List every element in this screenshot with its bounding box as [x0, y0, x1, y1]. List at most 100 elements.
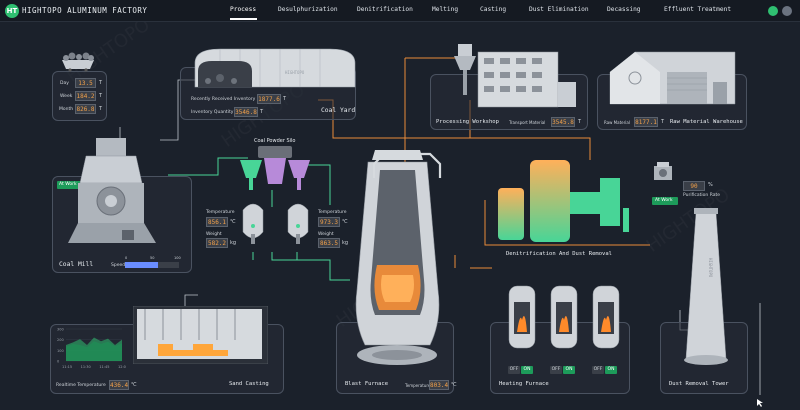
- tab-dust-elimination[interactable]: Dust Elimination: [529, 6, 589, 13]
- purifier-status-badge: At Work: [652, 197, 678, 205]
- logo-icon: HT: [5, 4, 19, 18]
- inventory-quantity-value: 3546.8: [234, 107, 258, 117]
- speed-bar: [125, 262, 179, 268]
- blast-furnace-temp-value: 803.4: [429, 380, 449, 390]
- received-inventory-value: 1877.6: [257, 94, 281, 104]
- chart-y-tick-label: 300: [57, 328, 64, 332]
- tab-process[interactable]: Process: [230, 6, 257, 13]
- orange-pipe: [484, 200, 650, 246]
- tab-effluent-treatment[interactable]: Effluent Treatment: [664, 6, 732, 13]
- green-pipe: [271, 252, 350, 281]
- stock-week-label: Week: [60, 94, 73, 99]
- silo-tank-2-icon: [287, 203, 309, 244]
- heater-1-off-button[interactable]: OFF: [508, 366, 520, 374]
- purification-rate-unit: %: [708, 182, 713, 188]
- speed-tick-0: 0: [125, 256, 128, 260]
- dust-removal-tower-title: Dust Removal Tower: [669, 381, 729, 387]
- cursor-icon: [757, 399, 763, 407]
- mill-status-badge: At Work: [57, 181, 85, 189]
- received-inventory-label: Recently Received Inventory: [191, 97, 256, 102]
- raw-material-value: 8177.1: [634, 117, 658, 127]
- tab-decassing[interactable]: Decassing: [607, 6, 641, 13]
- tab-melting[interactable]: Melting: [432, 6, 459, 13]
- purification-rate-widget: At Work 90 % Purification Rate: [650, 162, 722, 212]
- silo2-weight-unit: kg: [342, 240, 349, 246]
- transport-material-value: 3545.8: [551, 117, 575, 127]
- speed-tick-50: 50: [150, 256, 155, 260]
- silo2-temp-unit: ℃: [342, 219, 348, 225]
- processing-workshop-building-icon: [454, 44, 576, 108]
- received-inventory-unit: T: [283, 96, 287, 102]
- active-tab-indicator: [230, 18, 257, 20]
- transport-material-unit: T: [578, 119, 582, 125]
- settings-icon[interactable]: [782, 6, 792, 16]
- tab-casting[interactable]: Casting: [480, 6, 507, 13]
- silo1-temp-value: 856.1: [206, 217, 228, 227]
- green-pipe: [168, 157, 248, 176]
- inventory-quantity-label: Inventory Quantity: [191, 110, 234, 115]
- coal-mill-title: Coal Mill: [59, 261, 94, 268]
- silo1-temp-label: Temperature: [206, 210, 235, 215]
- purifier-status-text: At Work: [655, 198, 673, 203]
- blast-furnace-temp-unit: ℃: [451, 382, 457, 388]
- heater-3-off-button[interactable]: OFF: [592, 366, 604, 374]
- raw-material-label: Raw Material: [604, 120, 630, 125]
- stock-month-label: Month: [59, 107, 74, 112]
- tower-text: HIGHTOPO: [708, 258, 713, 278]
- stock-panel: Day 13.5 T Week 184.2 T Month 826.8 T: [52, 71, 107, 121]
- silo2-temp-label: Temperature: [318, 210, 347, 215]
- speed-tick-100: 100: [174, 256, 181, 260]
- chart-x-tick-label: 11:30: [81, 365, 91, 369]
- stock-day-unit: T: [99, 80, 103, 86]
- silo1-weight-value: 582.2: [206, 238, 228, 248]
- heater-2-on-button[interactable]: ON: [563, 366, 575, 374]
- inventory-quantity-unit: T: [260, 109, 264, 115]
- heating-furnace-title: Heating Furnace: [499, 381, 549, 387]
- heating-furnace-vessels-icon: [508, 285, 620, 349]
- sand-casting-mold-icon: [133, 306, 268, 364]
- blast-furnace-title: Blast Furnace: [345, 381, 389, 387]
- mill-status-text: At Work: [59, 182, 77, 187]
- purifier-machine-icon: [654, 162, 672, 180]
- purification-rate-label: Purification Rate: [683, 193, 721, 198]
- blast-furnace-icon: [355, 150, 440, 365]
- app-title: HIGHTOPO ALUMINUM FACTORY: [22, 6, 148, 15]
- raw-material-unit: T: [661, 119, 665, 125]
- tab-denitrification[interactable]: Denitrification: [357, 6, 413, 13]
- coal-powder-silo-group: Coal Powder Silo: [240, 136, 310, 196]
- stock-week-value: 184.2: [75, 91, 96, 101]
- toggle-icon[interactable]: [768, 6, 778, 16]
- purification-rate-value: 90: [683, 181, 705, 191]
- processing-workshop-title: Processing Workshop: [436, 119, 499, 125]
- stock-day-value: 13.5: [75, 78, 96, 88]
- tab-desulphurization[interactable]: Desulphurization: [278, 6, 338, 13]
- chart-y-tick-label: 0: [57, 360, 59, 364]
- sand-casting-title: Sand Casting: [229, 381, 269, 387]
- coal-yard-title: Coal Yard: [321, 107, 356, 114]
- denitrification-equipment-icon: [498, 160, 629, 242]
- coal-shed-icon: HIGHTOPO: [194, 48, 356, 88]
- silo1-temp-unit: ℃: [230, 219, 236, 225]
- stock-week-unit: T: [99, 93, 103, 99]
- realtime-temperature-value: 436.4: [109, 380, 129, 390]
- silo-title: Coal Powder Silo: [254, 138, 296, 144]
- silo2-weight-label: Weight: [318, 232, 334, 237]
- heater-1-on-button[interactable]: ON: [521, 366, 533, 374]
- raw-material-warehouse-building-icon: [609, 51, 736, 105]
- chart-x-tick-label: 11:15: [62, 365, 72, 369]
- chart-x-tick-label: 12:00: [118, 365, 126, 369]
- heater-3-on-button[interactable]: ON: [605, 366, 617, 374]
- silo-hopper-icon: [240, 146, 310, 190]
- realtime-temperature-label: Realtime Temperature: [56, 383, 106, 388]
- speed-bar-fill: [125, 262, 159, 268]
- stock-month-unit: T: [99, 106, 103, 112]
- speed-label: Speed: [111, 263, 126, 268]
- transport-material-label: Transport Material: [509, 120, 546, 125]
- heater-2-off-button[interactable]: OFF: [550, 366, 562, 374]
- top-navigation-bar: HT HIGHTOPO ALUMINUM FACTORY Process Des…: [0, 0, 800, 22]
- realtime-temperature-unit: ℃: [131, 382, 137, 388]
- stock-month-value: 826.8: [75, 104, 96, 114]
- chart-series-area: [66, 341, 122, 361]
- coal-cart-icon: [62, 52, 94, 72]
